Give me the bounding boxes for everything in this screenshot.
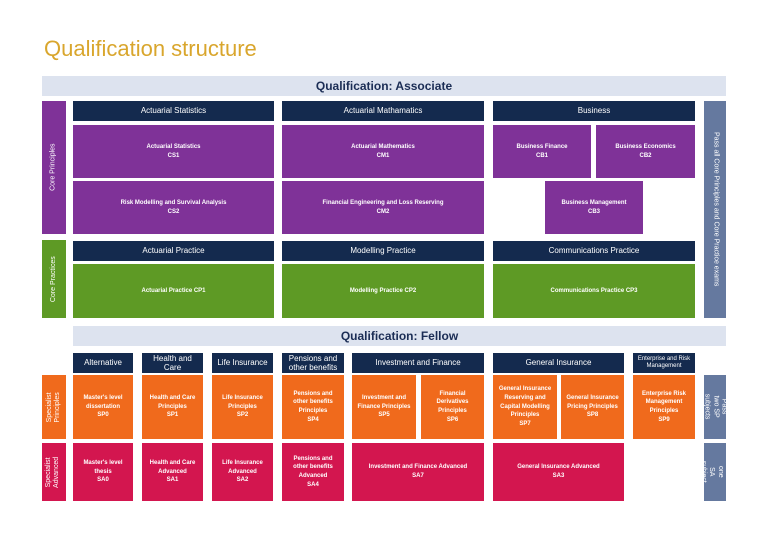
exam-cs2: Risk Modelling and Survival Analysis CS2 bbox=[73, 181, 274, 234]
fellow-sa-pass-note-text: Pass one SA subject bbox=[699, 460, 732, 484]
exam-sp4: Pensions and other benefits Principles S… bbox=[282, 375, 344, 439]
header-general-insurance: General Insurance bbox=[493, 353, 624, 373]
exam-cm1: Actuarial Mathematics CM1 bbox=[282, 125, 484, 178]
exam-sp6: Financial Derivatives Principles SP6 bbox=[421, 375, 484, 439]
exam-sa3: General Insurance Advanced SA3 bbox=[493, 443, 624, 501]
header-investment-and-finance: Investment and Finance bbox=[352, 353, 484, 373]
core-principles-text: Core Principles bbox=[49, 143, 57, 192]
exam-sp7: General Insurance Reserving and Capital … bbox=[493, 375, 557, 439]
associate-pass-note-text: Pass all Core Principles and Core Practi… bbox=[712, 132, 720, 287]
core-principles-side-label: Core Principles bbox=[42, 101, 66, 234]
exam-cb3: Business Management CB3 bbox=[545, 181, 643, 234]
exam-cb1: Business Finance CB1 bbox=[493, 125, 591, 178]
fellow-sp-pass-note-text: Pass two SP subjects bbox=[703, 394, 728, 420]
header-modelling-practice: Modelling Practice bbox=[282, 241, 484, 261]
exam-sp9: Enterprise Risk Management Principles SP… bbox=[633, 375, 695, 439]
exam-cp3: Communications Practice CP3 bbox=[493, 264, 695, 318]
fellow-bar: Qualification: Fellow bbox=[73, 326, 726, 346]
exam-cp1: Actuarial Practice CP1 bbox=[73, 264, 274, 318]
exam-sp5: Investment and Finance Principles SP5 bbox=[352, 375, 416, 439]
header-life-insurance: Life Insurance bbox=[212, 353, 273, 373]
exam-sp0: Master's level dissertation SP0 bbox=[73, 375, 133, 439]
exam-sa1: Health and Care Advanced SA1 bbox=[142, 443, 203, 501]
exam-cb2: Business Economics CB2 bbox=[596, 125, 695, 178]
exam-sa2: Life Insurance Advanced SA2 bbox=[212, 443, 273, 501]
header-communications-practice: Communications Practice bbox=[493, 241, 695, 261]
exam-sp1: Health and Care Principles SP1 bbox=[142, 375, 203, 439]
header-actuarial-statistics: Actuarial Statistics bbox=[73, 101, 274, 121]
header-actuarial-mathematics: Actuarial Mathamatics bbox=[282, 101, 484, 121]
fellow-sp-pass-note: Pass two SP subjects bbox=[703, 375, 728, 439]
header-enterprise-risk: Enterprise and Risk Management bbox=[633, 353, 695, 373]
exam-sa7: Investment and Finance Advanced SA7 bbox=[352, 443, 484, 501]
exam-cp2: Modelling Practice CP2 bbox=[282, 264, 484, 318]
fellow-sa-pass-note: Pass one SA subject bbox=[700, 443, 732, 501]
associate-pass-note: Pass all Core Principles and Core Practi… bbox=[704, 101, 726, 318]
header-actuarial-practice: Actuarial Practice bbox=[73, 241, 274, 261]
header-health-and-care: Health and Care bbox=[142, 353, 203, 373]
exam-sa0: Master's level thesis SA0 bbox=[73, 443, 133, 501]
specialist-principles-side-label: Specialist Principles bbox=[42, 375, 66, 439]
exam-cm2: Financial Engineering and Loss Reserving… bbox=[282, 181, 484, 234]
header-alternative: Alternative bbox=[73, 353, 133, 373]
exam-sp2: Life Insurance Principles SP2 bbox=[212, 375, 273, 439]
core-practices-side-label: Core Practices bbox=[42, 240, 66, 318]
header-business: Business bbox=[493, 101, 695, 121]
associate-bar: Qualification: Associate bbox=[42, 76, 726, 96]
exam-sp8: General Insurance Pricing Principles SP8 bbox=[561, 375, 624, 439]
page-title: Qualification structure bbox=[44, 36, 257, 61]
specialist-advanced-text: Specialist Advanced bbox=[45, 456, 62, 488]
exam-sa4: Pensions and other benefits Advanced SA4 bbox=[282, 443, 344, 501]
specialist-principles-text: Specialist Principles bbox=[45, 391, 62, 423]
header-pensions: Pensions and other benefits bbox=[282, 353, 344, 373]
core-practices-text: Core Practices bbox=[49, 256, 57, 302]
specialist-advanced-side-label: Specialist Advanced bbox=[42, 443, 66, 501]
exam-cs1: Actuarial Statistics CS1 bbox=[73, 125, 274, 178]
